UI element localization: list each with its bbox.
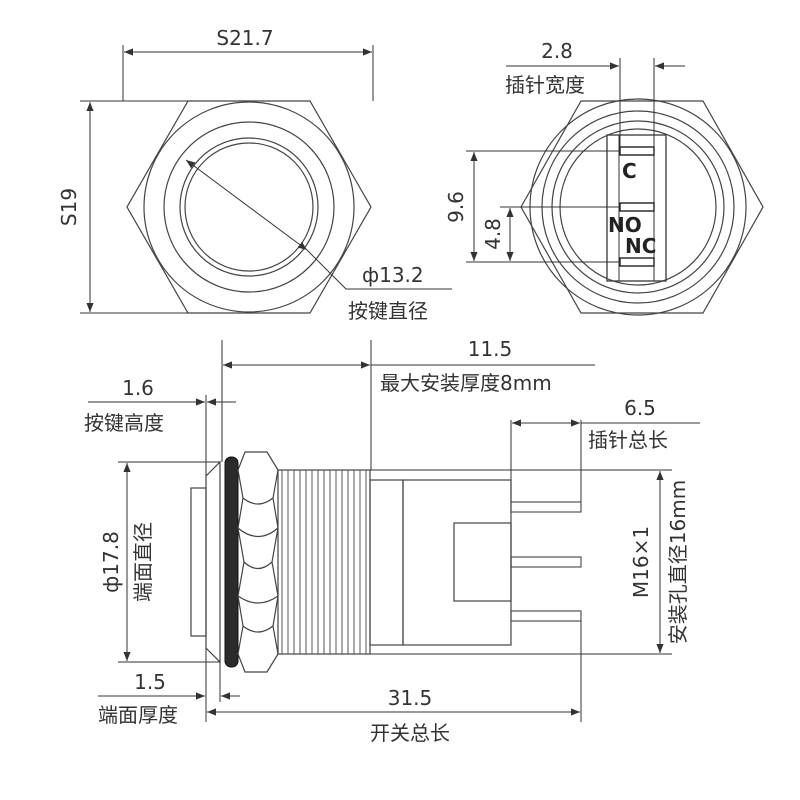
pin-width-text: 2.8	[541, 39, 573, 63]
button-diameter-text: ф13.2	[362, 263, 424, 287]
pin-width-label: 插针宽度	[505, 73, 585, 97]
outer-ring	[143, 101, 355, 313]
bezel-ring	[163, 121, 335, 293]
o-ring	[224, 456, 239, 668]
pin-top	[510, 501, 582, 513]
thread-lines	[281, 470, 367, 654]
pin-length-text: 6.5	[624, 396, 656, 420]
total-length-label: 开关总长	[370, 721, 450, 745]
rear-housing	[369, 479, 404, 646]
button-height-label: 按键高度	[84, 411, 164, 435]
face-thickness-label: 端面厚度	[98, 703, 178, 727]
total-length-text: 31.5	[388, 686, 433, 710]
pin-span-inner-text: 4.8	[481, 218, 505, 250]
hex-nut-outline	[126, 100, 372, 314]
pin-label-nc: NC	[625, 234, 656, 258]
button-diameter-label: 按键直径	[348, 299, 428, 323]
button-height-text: 1.6	[122, 376, 154, 400]
terminal-base	[402, 479, 512, 646]
pin-bottom	[510, 610, 582, 622]
button-outer	[179, 137, 319, 277]
hex-width-text: S21.7	[216, 26, 273, 50]
pin-length-label: 插针总长	[588, 428, 668, 452]
mount-depth-label: 最大安装厚度8mm	[380, 371, 552, 395]
pin-c	[619, 146, 655, 156]
pin-span-outer-text: 9.6	[444, 191, 468, 223]
pin-nc	[619, 257, 655, 267]
pin-no	[619, 202, 655, 212]
bezel-face	[205, 460, 221, 664]
button-inner	[184, 142, 314, 272]
rear-view: C NO NC 2.8 插针宽度 9.6 4.8	[444, 39, 764, 316]
top-view: S21.7 S19 ф13.2 按键直径	[57, 26, 452, 323]
face-diameter-label: 端面直径	[131, 522, 155, 602]
thread-text: M16×1	[629, 526, 653, 598]
button-diameter-dimension	[185, 159, 308, 251]
pin-middle	[510, 556, 582, 568]
hex-height-text: S19	[57, 188, 81, 226]
face-thickness-text: 1.5	[134, 670, 166, 694]
button-cap	[190, 487, 207, 637]
pin-label-c: C	[622, 159, 637, 183]
pin-label-no: NO	[608, 213, 642, 237]
face-diameter-text: ф17.8	[99, 531, 123, 593]
thread-label: 安装孔直径16mm	[666, 480, 690, 644]
terminal-block	[606, 134, 667, 282]
side-view: 11.5 最大安装厚度8mm 1.6 按键高度 6.5 插针总长 ф17.8 端…	[84, 337, 700, 745]
mount-depth-text: 11.5	[468, 337, 513, 361]
